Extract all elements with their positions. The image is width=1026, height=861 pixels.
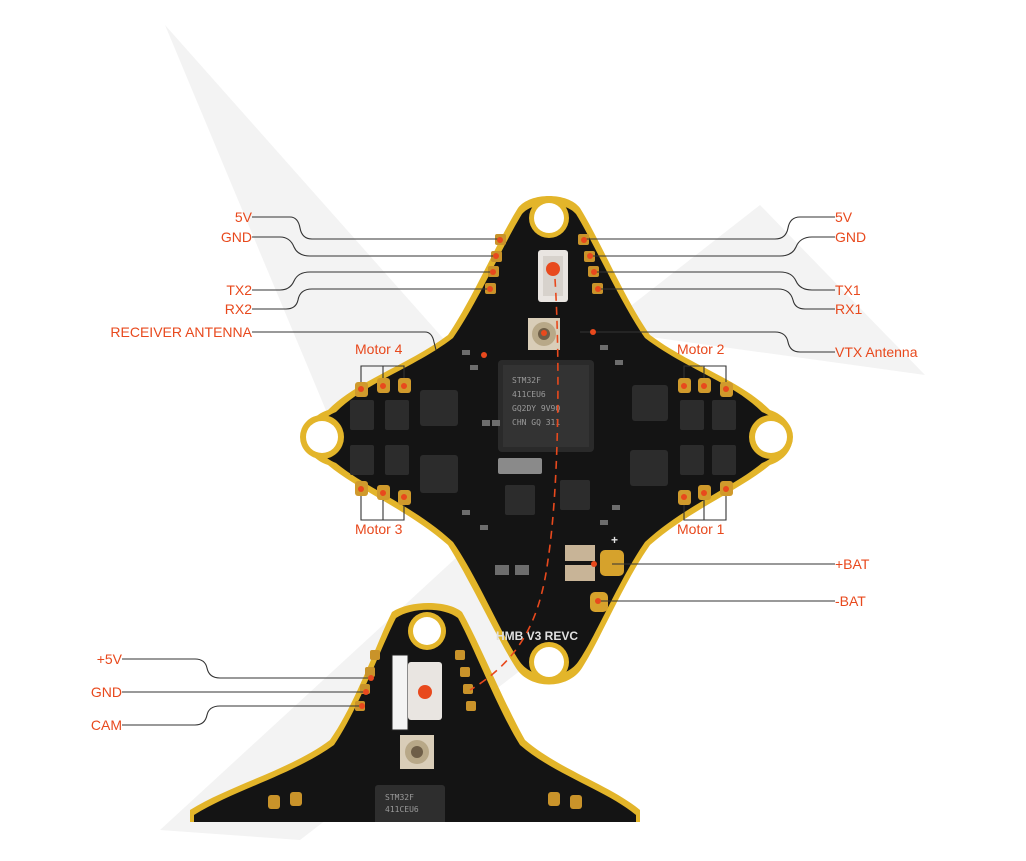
board-silkscreen: HMB V3 REVC [496,629,578,643]
label-left-5v: 5V [234,209,252,225]
label-motor2: Motor 2 [677,341,725,357]
leader-lines [122,216,835,726]
label-rx2: RX2 [224,301,252,317]
label-cam-5v: +5V [96,651,122,667]
label-tx2: TX2 [226,282,252,298]
label-motor1: Motor 1 [677,521,725,537]
label-motor3: Motor 3 [355,521,403,537]
label-right-gnd: GND [835,229,867,245]
mounting-holes [300,198,793,682]
esc-chips [350,385,736,515]
label-vtx-antenna: VTX Antenna [835,344,918,360]
label-bat-minus: -BAT [835,593,866,609]
label-receiver-antenna: RECEIVER ANTENNA [110,324,252,340]
flight-controller-board: STM32F 411CEU6 GQ2DY 9V9Q CHN GQ 311 [300,196,793,685]
mcu-line-1: STM32F [512,376,541,385]
camera-board: STM32F 411CEU6 [190,603,640,822]
mcu-line-4: CHN GQ 311 [512,418,560,427]
smd-components [462,345,623,581]
label-right-5v: 5V [835,209,853,225]
mcu-chip: STM32F 411CEU6 GQ2DY 9V9Q CHN GQ 311 [498,360,594,452]
callout-dots [358,237,729,709]
mcu-line-2: 411CEU6 [512,390,546,399]
label-tx1: TX1 [835,282,861,298]
label-left-gnd: GND [220,229,252,245]
label-motor4: Motor 4 [355,341,403,357]
label-bat-plus: +BAT [835,556,870,572]
plus-mark: + [611,533,618,547]
mcu-line-3: GQ2DY 9V9Q [512,404,560,413]
label-rx1: RX1 [835,301,863,317]
bottom-mcu-line-2: 411CEU6 [385,805,419,814]
label-cam: CAM [90,717,122,733]
bottom-mcu-line-1: STM32F [385,793,414,802]
label-cam-gnd: GND [90,684,122,700]
connection-dashed-line [469,264,559,691]
